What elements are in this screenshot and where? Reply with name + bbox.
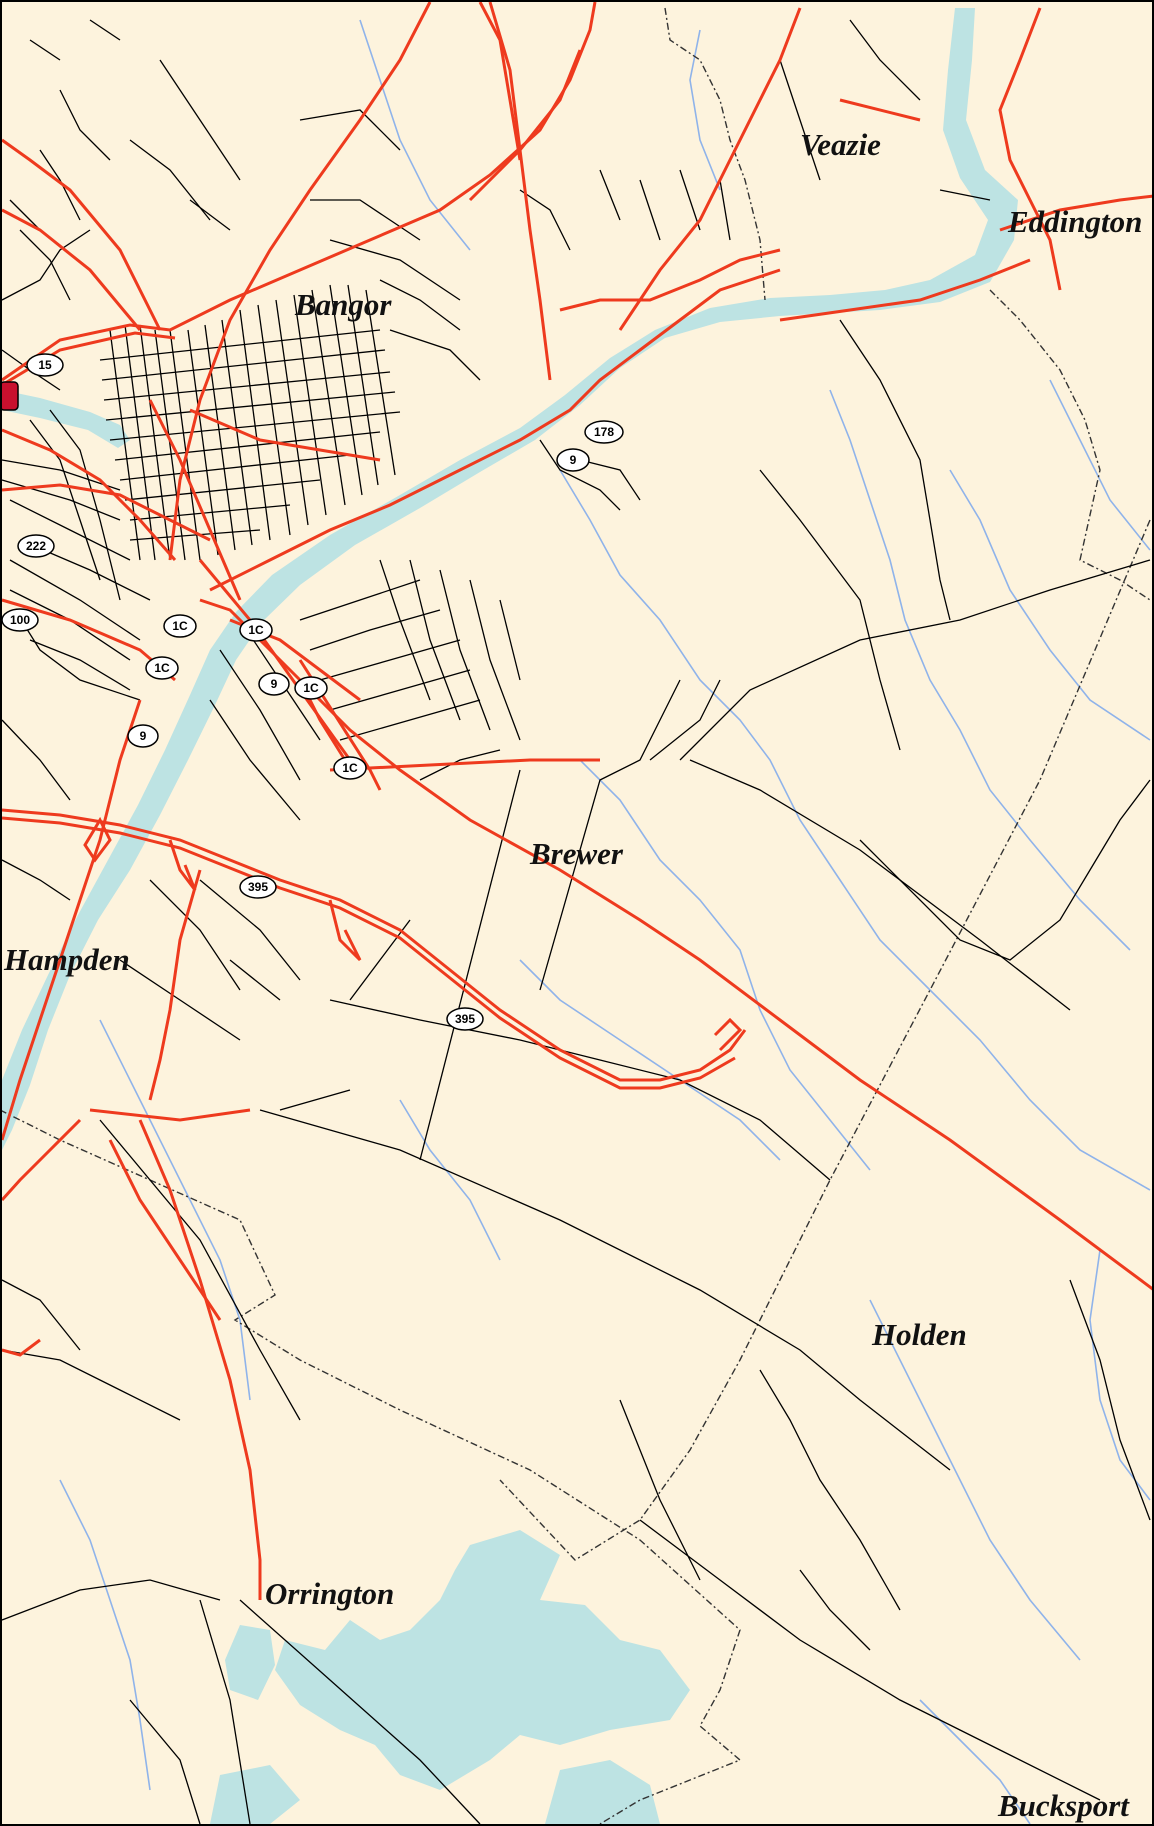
town-label-eddington: Eddington: [1007, 204, 1142, 239]
town-labels: Bangor Veazie Eddington Brewer Hampden H…: [3, 127, 1142, 1823]
pond-south: [210, 1765, 300, 1824]
route-9-label-mid: 9: [271, 677, 278, 691]
brewer-lake: [275, 1530, 690, 1790]
town-label-holden: Holden: [871, 1317, 967, 1352]
route-100-label: 100: [10, 613, 30, 627]
route-9-shield-east[interactable]: 9: [556, 448, 590, 472]
route-1c-label-d: 1C: [303, 681, 319, 695]
route-9-label-west: 9: [140, 729, 147, 743]
route-9-shield-mid[interactable]: 9: [258, 672, 290, 696]
route-1c-shield-e[interactable]: 1C: [333, 756, 367, 780]
lake-south: [545, 1760, 660, 1824]
route-1c-label-e: 1C: [342, 761, 358, 775]
lake-west-orrington: [225, 1625, 275, 1700]
town-boundaries: [0, 7, 1151, 1825]
town-label-veazie: Veazie: [800, 127, 881, 162]
town-label-hampden: Hampden: [3, 942, 130, 977]
town-label-brewer: Brewer: [529, 836, 624, 871]
route-1c-label-b: 1C: [248, 623, 264, 637]
route-1c-shield-a[interactable]: 1C: [163, 614, 197, 638]
route-178-label: 178: [594, 425, 614, 439]
route-15-shield[interactable]: 15: [26, 353, 64, 377]
route-1c-label-a: 1C: [172, 619, 188, 633]
route-1c-shield-c[interactable]: 1C: [145, 656, 179, 680]
route-222-label: 222: [26, 539, 46, 553]
route-1c-shield-d[interactable]: 1C: [294, 676, 328, 700]
route-9-label-east: 9: [570, 453, 577, 467]
kenduskeag-stream: [2, 390, 130, 448]
route-15-label: 15: [38, 358, 52, 372]
route-shields[interactable]: 15 178 9 222 100 1C 1C 1C: [0, 353, 624, 1031]
route-1c-shield-b[interactable]: 1C: [239, 618, 273, 642]
route-178-shield[interactable]: 178: [584, 420, 624, 444]
town-label-bangor: Bangor: [294, 287, 392, 322]
town-label-bucksport: Bucksport: [997, 1788, 1130, 1823]
route-100-shield[interactable]: 100: [1, 608, 39, 632]
town-label-orrington: Orrington: [265, 1576, 394, 1611]
route-9-shield-west[interactable]: 9: [127, 724, 159, 748]
major-roads: [0, 1, 1154, 1600]
route-395-label-a: 395: [248, 880, 268, 894]
route-1c-label-c: 1C: [154, 661, 170, 675]
route-395-label-b: 395: [455, 1012, 475, 1026]
route-395-shield-a[interactable]: 395: [239, 875, 277, 899]
route-395-shield-b[interactable]: 395: [446, 1007, 484, 1031]
route-222-shield[interactable]: 222: [17, 534, 55, 558]
interstate-95-shield[interactable]: [0, 381, 19, 411]
streams: [59, 19, 1151, 1825]
